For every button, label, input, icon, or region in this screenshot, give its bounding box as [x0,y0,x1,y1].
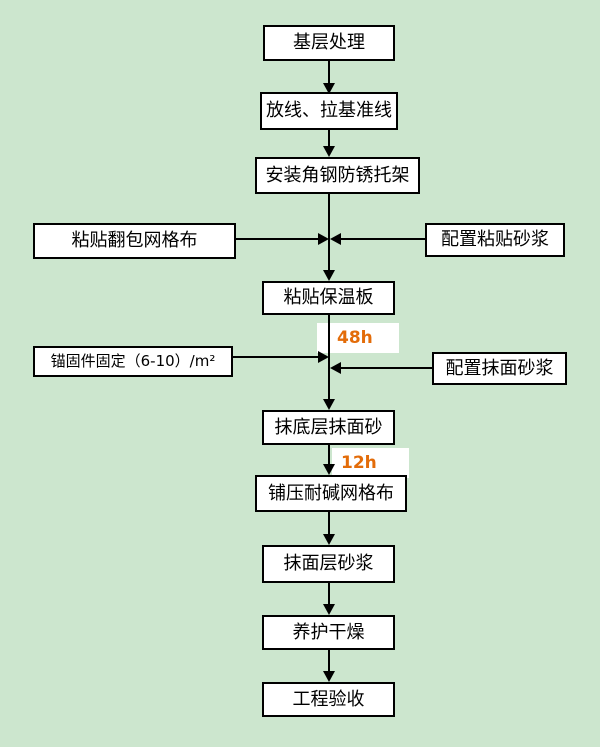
node-install-bracket: 安装角钢防锈托架 [255,157,420,194]
node-anchor-fixing: 锚固件固定（6-10）/m² [33,346,233,377]
node-surface-coat-mortar-label: 抹面层砂浆 [283,553,374,574]
node-project-acceptance: 工程验收 [262,682,395,717]
wait-label-48h: 48h [317,323,399,353]
node-prepare-surface-mortar: 配置抹面砂浆 [432,352,567,385]
arrowhead-right-2 [318,351,329,363]
connector-v1 [328,61,330,85]
arrowhead-right-1 [318,233,329,245]
connector-h-left-1 [236,238,320,240]
wait-label-12h: 12h [332,448,409,478]
arrowhead-left-2 [330,362,341,374]
node-prepare-adhesive-mortar: 配置粘贴砂浆 [425,223,565,257]
wait-label-12h-text: 12h [341,453,377,473]
node-curing-drying: 养护干燥 [262,615,395,650]
node-anchor-fixing-label: 锚固件固定（6-10）/m² [50,352,216,370]
node-prepare-adhesive-mortar-label: 配置粘贴砂浆 [441,229,549,250]
node-base-treatment-label: 基层处理 [293,32,365,53]
arrowhead-left-1 [330,233,341,245]
node-set-out-lines-label: 放线、拉基准线 [266,100,392,121]
arrowhead-down-4 [323,399,335,410]
node-install-bracket-label: 安装角钢防锈托架 [265,164,410,186]
arrowhead-down-1 [323,83,335,94]
node-paste-insulation-board-label: 粘贴保温板 [283,287,374,308]
connector-v6 [328,512,330,535]
arrowhead-down-5 [323,464,335,475]
arrowhead-down-2 [323,146,335,157]
connector-v5 [328,445,330,465]
connector-v8 [328,650,330,672]
node-set-out-lines: 放线、拉基准线 [260,92,398,130]
node-paste-wrap-mesh: 粘贴翻包网格布 [33,223,236,259]
arrowhead-down-7 [323,604,335,615]
node-base-treatment: 基层处理 [263,25,395,61]
connector-v4 [328,315,330,400]
node-lay-alkali-mesh-label: 铺压耐碱网格布 [268,482,394,504]
connector-v2 [328,130,330,147]
arrowhead-down-3 [323,270,335,281]
connector-h-left-2 [233,356,320,358]
node-project-acceptance-label: 工程验收 [292,688,365,710]
node-paste-insulation-board: 粘贴保温板 [262,281,395,315]
connector-h-right-1 [340,238,425,240]
arrowhead-down-6 [323,534,335,545]
node-bottom-coat-mortar-label: 抹底层抹面砂 [274,416,383,438]
connector-h-right-2 [341,367,432,369]
connector-v3 [328,194,330,271]
node-prepare-surface-mortar-label: 配置抹面砂浆 [445,357,554,379]
wait-label-48h-text: 48h [337,328,373,348]
node-paste-wrap-mesh-label: 粘贴翻包网格布 [71,230,198,251]
node-bottom-coat-mortar: 抹底层抹面砂 [262,410,395,445]
node-curing-drying-label: 养护干燥 [292,621,365,643]
arrowhead-down-8 [323,671,335,682]
connector-v7 [328,583,330,605]
node-lay-alkali-mesh: 铺压耐碱网格布 [255,475,407,512]
node-surface-coat-mortar: 抹面层砂浆 [262,545,395,583]
